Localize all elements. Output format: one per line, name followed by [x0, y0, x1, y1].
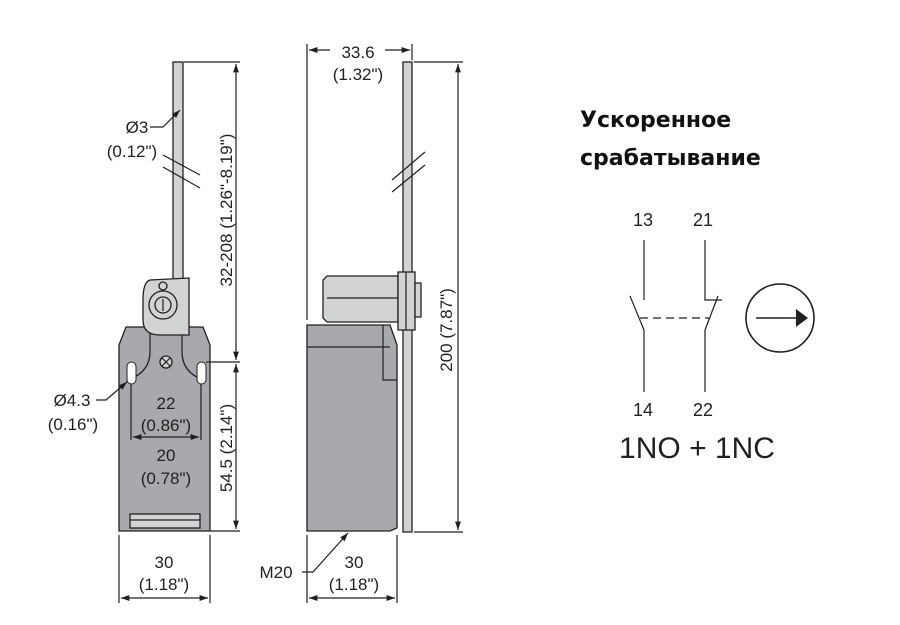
title-line-1: Ускоренное	[580, 108, 731, 133]
title-line-2: срабатывание	[580, 146, 761, 171]
front-width-in-label: (1.18")	[139, 575, 189, 594]
contact-diagram: 13 21 14 22 1NO + 1NC	[619, 210, 815, 465]
depth-label: 33.6	[341, 43, 374, 62]
hole-spacing-in-label: (0.86")	[141, 416, 191, 435]
break-mark	[162, 166, 201, 189]
break-mark	[162, 154, 201, 176]
base-slot	[129, 513, 201, 529]
mounting-hole	[126, 361, 137, 385]
nc-contact	[704, 240, 722, 392]
snap-action-arrow-icon	[745, 283, 815, 353]
front-width-label: 30	[155, 553, 174, 572]
terminal-22: 22	[693, 400, 713, 420]
terminal-13: 13	[633, 210, 653, 230]
inner-width-label: 20	[157, 446, 176, 465]
hole-diameter-in-label: (0.16")	[48, 415, 98, 434]
no-contact	[629, 240, 645, 392]
side-width-label: 30	[345, 553, 364, 572]
side-view: 33.6 (1.32") 200 (7.87") M20 30 (1.18")	[259, 40, 463, 603]
lever-length-label: 32-208 (1.26"-8.19")	[217, 134, 236, 287]
body-height-label: 54.5 (2.14")	[217, 404, 236, 492]
hole-diameter-label: Ø4.3	[54, 391, 91, 410]
rod-diameter-in-label: (0.12")	[107, 142, 157, 161]
depth-in-label: (1.32")	[333, 65, 383, 84]
total-height-label: 200 (7.87")	[437, 288, 456, 372]
inner-width-in-label: (0.78")	[141, 469, 191, 488]
terminal-21: 21	[693, 210, 713, 230]
head-block	[322, 275, 399, 323]
mounting-hole	[196, 361, 207, 385]
side-body	[306, 324, 398, 532]
side-width-in-label: (1.18")	[329, 575, 379, 594]
terminal-14: 14	[633, 400, 653, 420]
front-view: 32-208 (1.26"-8.19") 54.5 (2.14") Ø3 (0.…	[48, 61, 240, 603]
thread-label: M20	[259, 563, 292, 582]
rod-diameter-label: Ø3	[126, 118, 149, 137]
hole-spacing-label: 22	[157, 394, 176, 413]
contact-type-label: 1NO + 1NC	[619, 432, 775, 465]
lever-rod	[172, 61, 184, 288]
